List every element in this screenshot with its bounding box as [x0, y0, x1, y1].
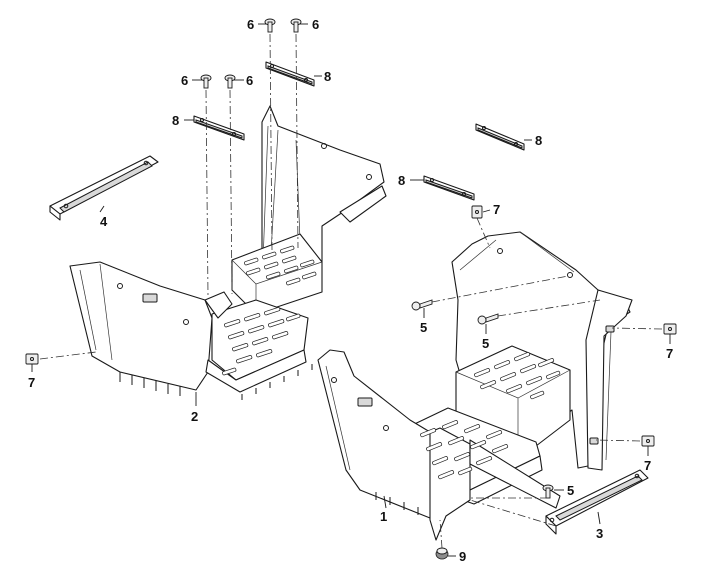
left-footwell-part-2 [69, 105, 387, 400]
bolt-6-a [264, 18, 276, 33]
callout-5-c: 5 [567, 483, 574, 498]
plug-9 [435, 547, 449, 560]
bracket-8-right [475, 123, 525, 151]
bracket-8-left [193, 115, 245, 141]
callout-labels: 6 6 6 6 8 8 8 8 4 7 7 7 7 2 1 5 5 5 3 9 [28, 17, 673, 564]
callout-8-c: 8 [535, 133, 542, 148]
callout-5-b: 5 [482, 336, 489, 351]
callout-6-a: 6 [247, 17, 254, 32]
callout-7-d: 7 [644, 458, 651, 473]
callout-6-b: 6 [312, 17, 319, 32]
left-upper-step-slots [244, 245, 317, 286]
callout-1: 1 [380, 509, 387, 524]
screw-5-b [477, 313, 499, 325]
bolt-6-c [200, 74, 212, 89]
bracket-8-lower [423, 175, 475, 201]
callout-6-c: 6 [181, 73, 188, 88]
callout-8-b: 8 [172, 113, 179, 128]
callout-3: 3 [596, 526, 603, 541]
screw-5-a [411, 299, 433, 311]
bolt-6-b [290, 18, 302, 33]
callout-7-c: 7 [666, 346, 673, 361]
left-lower-floor-slots [222, 307, 301, 376]
callout-8-a: 8 [324, 69, 331, 84]
callout-4: 4 [100, 214, 108, 229]
callout-8-d: 8 [398, 173, 405, 188]
bolt-6-d [224, 74, 236, 89]
trim-strip-part-3 [545, 469, 649, 535]
callout-7-a: 7 [28, 375, 35, 390]
clip-7-left [25, 353, 39, 365]
callout-2: 2 [191, 409, 198, 424]
callout-5-a: 5 [420, 320, 427, 335]
right-upper-step-slots [474, 352, 561, 400]
clip-7-right-upper [663, 323, 677, 335]
right-lower-floor-slots [420, 420, 509, 480]
right-footwell-part-1 [317, 231, 633, 541]
clip-7-top [471, 205, 483, 219]
callout-leaders [31, 23, 671, 557]
trim-strip-part-4 [49, 155, 159, 221]
clip-7-right-lower [641, 435, 655, 447]
callout-6-d: 6 [246, 73, 253, 88]
callout-7-b: 7 [493, 202, 500, 217]
assembly-guide-lines [39, 33, 663, 549]
bracket-8-top [265, 61, 315, 87]
callout-9: 9 [459, 549, 466, 564]
